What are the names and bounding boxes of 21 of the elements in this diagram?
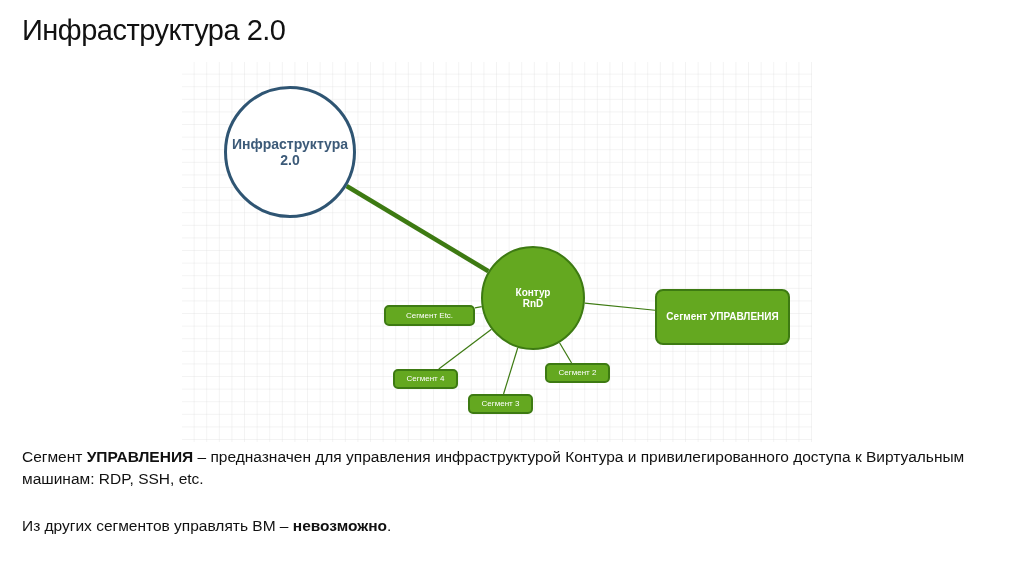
connector-line bbox=[438, 328, 493, 370]
process-box bbox=[393, 369, 458, 389]
node-label: Сегмент Etc. bbox=[405, 311, 454, 320]
node-label: Сегмент 2 bbox=[558, 369, 597, 377]
process-box bbox=[468, 394, 533, 414]
process-box bbox=[384, 305, 475, 326]
node-label: Сегмент УПРАВЛЕНИЯ bbox=[666, 312, 779, 322]
node-label: Инфраструктура 2.0 bbox=[231, 136, 349, 168]
connector-line bbox=[345, 184, 490, 274]
process-box bbox=[545, 363, 610, 383]
description-text: Сегмент УПРАВЛЕНИЯ – предназначен для управления инфраструктурой Контура и привилегированного доступа к Виртуальным машинам: RDP, SSH, etc. bbox=[22, 447, 966, 489]
slide-title: Инфраструктура 2.0 bbox=[22, 14, 286, 47]
connector-line bbox=[474, 306, 483, 309]
description-text: Из других сегментов управлять ВМ – невозможно. bbox=[22, 516, 393, 536]
node-label: Контур RnD bbox=[514, 287, 552, 309]
node-label: Сегмент 4 bbox=[406, 375, 445, 383]
connector-line bbox=[584, 302, 656, 311]
node-label: Сегмент 3 bbox=[481, 400, 520, 408]
process-box bbox=[655, 289, 790, 345]
connector-line bbox=[558, 342, 573, 364]
connector-line bbox=[502, 347, 519, 395]
